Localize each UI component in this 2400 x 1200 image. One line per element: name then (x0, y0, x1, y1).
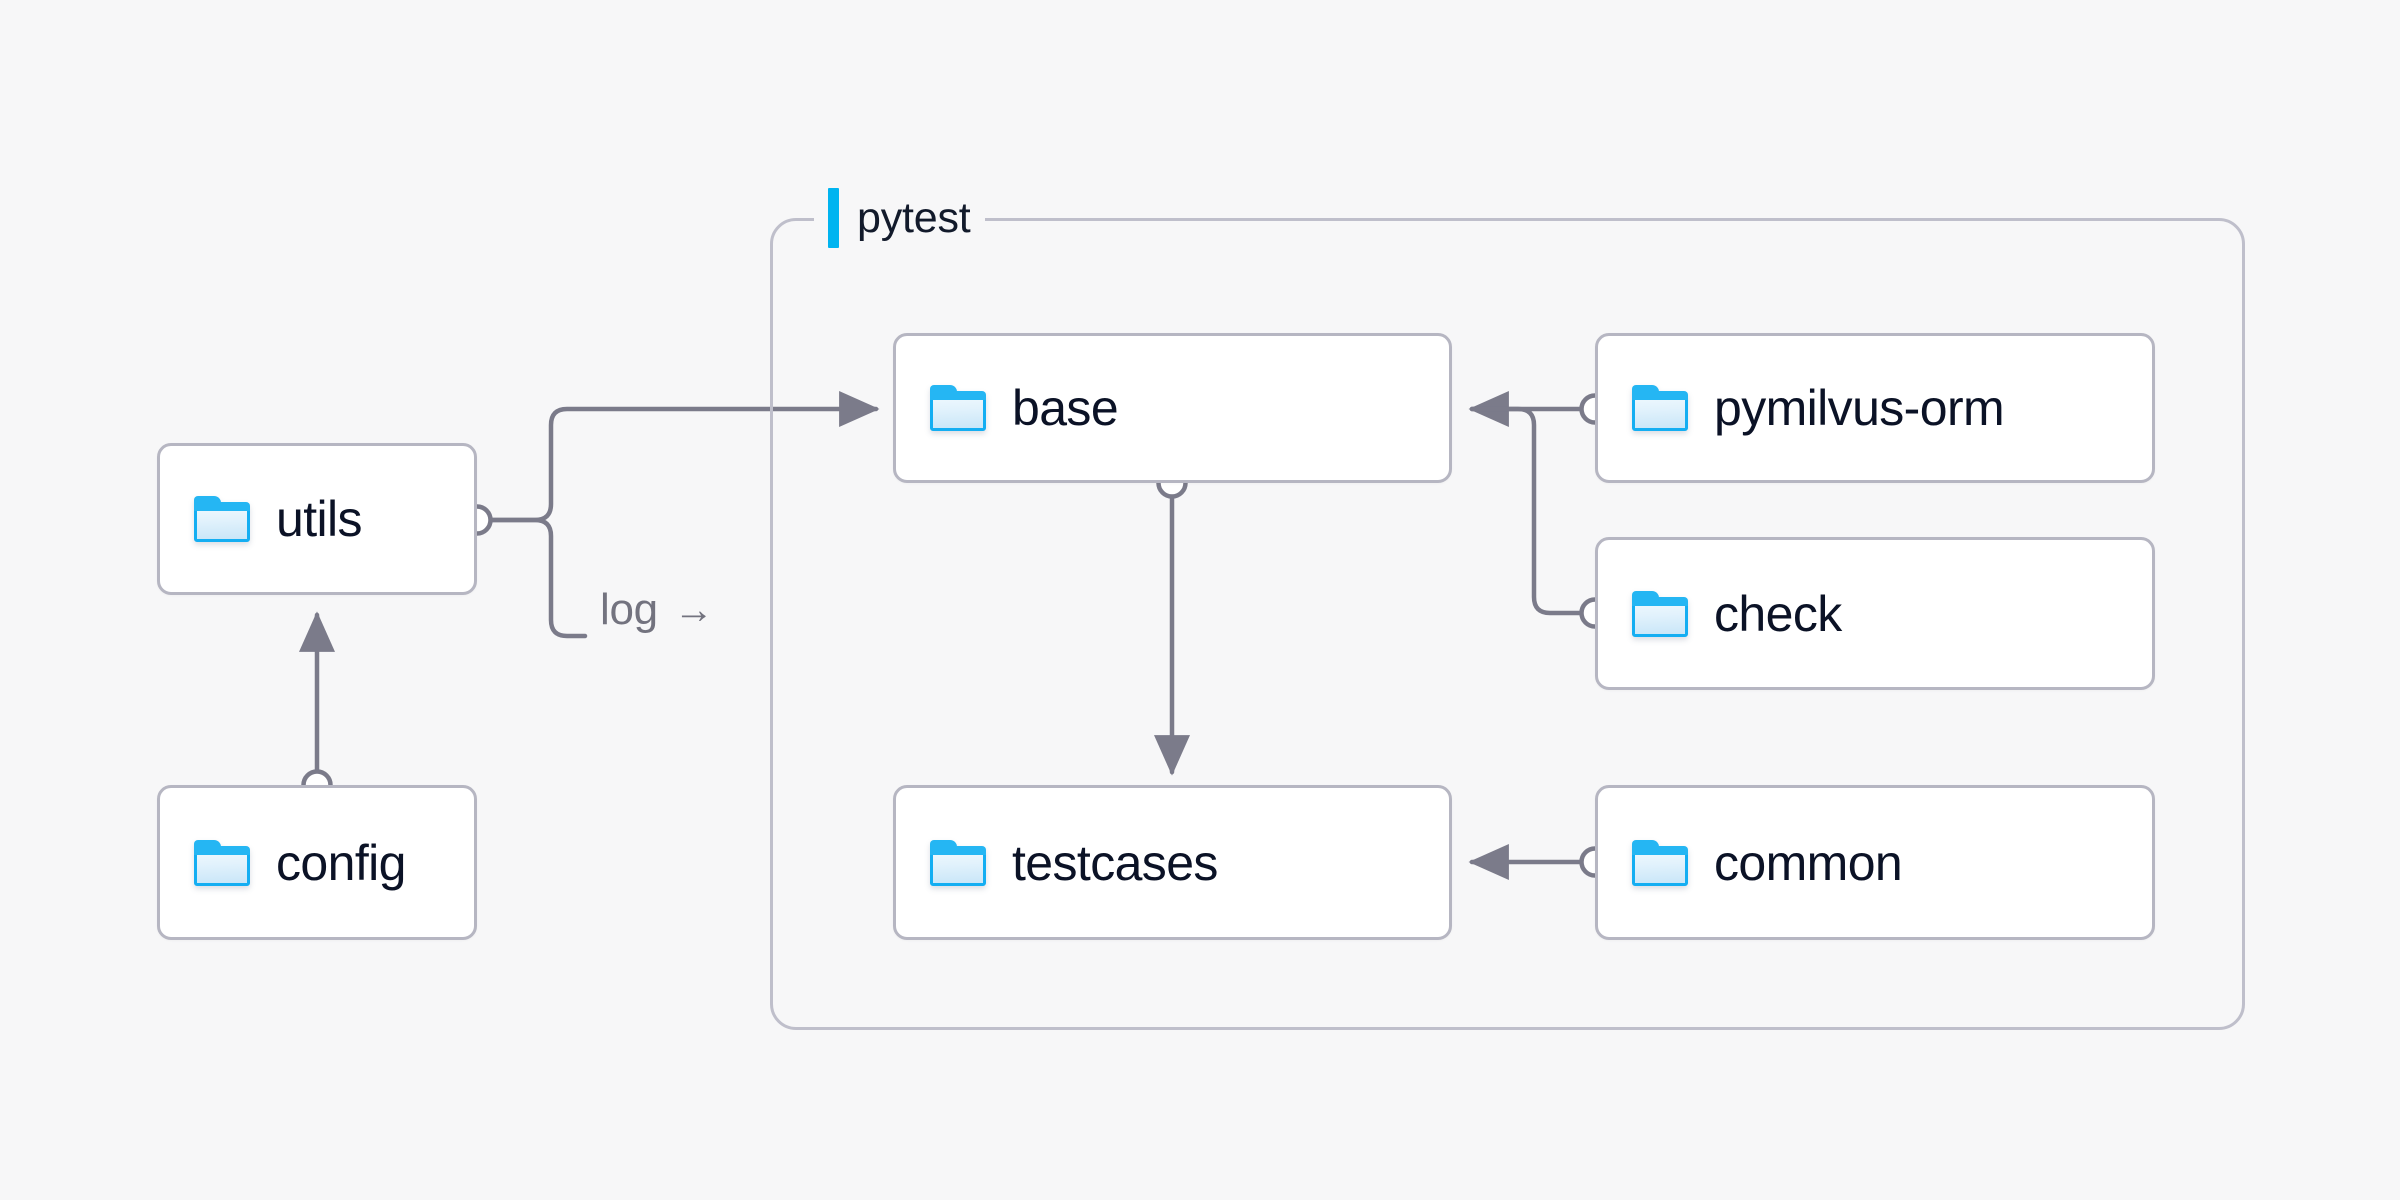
group-title-text: pytest (857, 193, 971, 242)
folder-icon (930, 839, 986, 886)
node-label-pymilvus-orm: pymilvus-orm (1714, 380, 2005, 436)
node-pymilvus-orm[interactable]: pymilvus-orm (1595, 333, 2155, 483)
folder-icon (930, 385, 986, 431)
node-label-base: base (1012, 380, 1119, 436)
node-label-testcases: testcases (1012, 834, 1218, 891)
node-label-config: config (276, 834, 406, 891)
node-utils[interactable]: utils (157, 443, 477, 595)
edge-label-log: log → (600, 588, 714, 632)
folder-icon (194, 839, 250, 886)
node-label-check: check (1714, 585, 1842, 642)
folder-icon (1632, 385, 1688, 431)
accent-bar-icon (828, 188, 839, 248)
edge-label-log-text: log (600, 585, 658, 634)
node-config[interactable]: config (157, 785, 477, 940)
edge-utils-log (487, 517, 588, 639)
arrow-right-icon: → (673, 588, 714, 632)
node-check[interactable]: check (1595, 537, 2155, 690)
group-pytest-label: pytest (814, 186, 985, 250)
node-common[interactable]: common (1595, 785, 2155, 940)
node-label-utils: utils (276, 491, 363, 547)
folder-icon (194, 496, 250, 542)
folder-icon (1632, 839, 1688, 886)
node-label-common: common (1714, 834, 1903, 891)
node-testcases[interactable]: testcases (893, 785, 1452, 940)
folder-icon (1632, 590, 1688, 637)
node-base[interactable]: base (893, 333, 1452, 483)
group-pytest[interactable] (770, 218, 2245, 1030)
